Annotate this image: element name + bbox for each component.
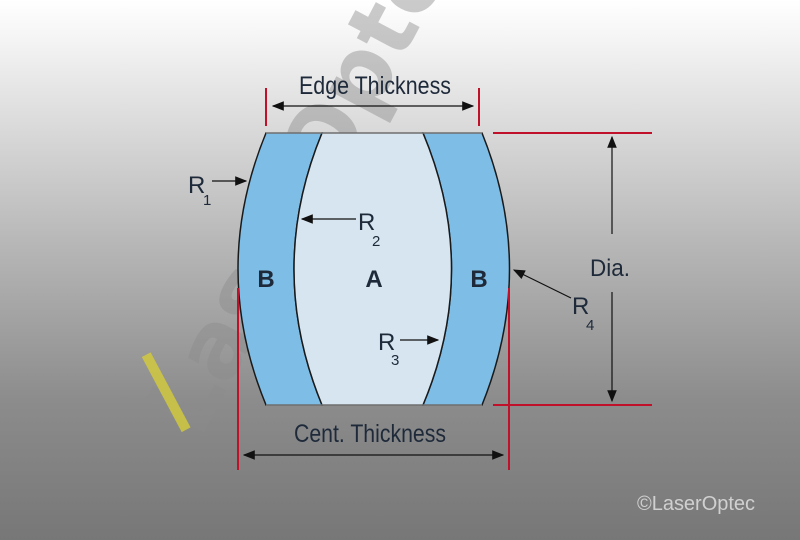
copyright-text: ©LaserOptec bbox=[637, 493, 755, 515]
edge-thickness-label: Edge Thickness bbox=[299, 72, 451, 100]
svg-text:R: R bbox=[572, 293, 589, 320]
radius-r4: R 4 bbox=[512, 269, 594, 334]
label-b-left: B bbox=[257, 266, 274, 293]
svg-text:R: R bbox=[378, 329, 395, 356]
diameter-dimension: Dia. bbox=[493, 132, 652, 406]
watermark-accent bbox=[141, 352, 191, 433]
svg-text:R: R bbox=[188, 172, 205, 199]
svg-text:4: 4 bbox=[586, 317, 594, 334]
radius-r3: R 3 bbox=[378, 329, 440, 369]
center-thickness-dimension: Cent. Thickness bbox=[237, 288, 510, 470]
svg-text:R: R bbox=[358, 209, 375, 236]
radius-r1: R 1 bbox=[188, 172, 248, 209]
center-thickness-label: Cent. Thickness bbox=[294, 420, 446, 448]
label-a: A bbox=[365, 266, 382, 293]
diameter-label: Dia. bbox=[590, 255, 630, 282]
svg-text:3: 3 bbox=[391, 352, 399, 369]
label-b-right: B bbox=[470, 266, 487, 293]
edge-thickness-dimension: Edge Thickness bbox=[265, 72, 480, 126]
svg-text:1: 1 bbox=[203, 192, 211, 209]
svg-text:2: 2 bbox=[372, 233, 380, 250]
radius-r2: R 2 bbox=[300, 209, 380, 250]
